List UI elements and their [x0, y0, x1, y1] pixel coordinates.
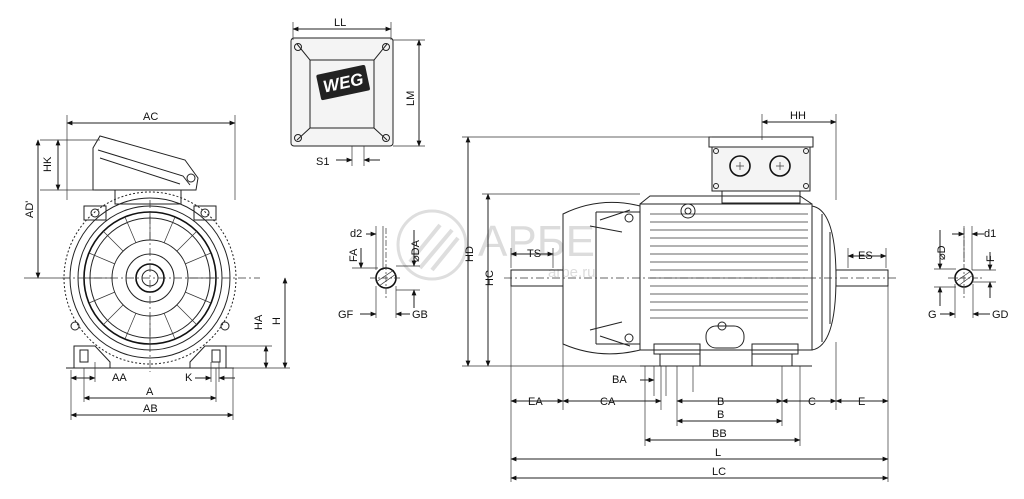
dim-d2-label: d2 — [350, 228, 362, 240]
weg-logo: WEG — [316, 64, 370, 101]
dim-f-label: F — [985, 255, 997, 262]
non-drive-end-shaft-section: d1 ⌀D F G GD — [928, 226, 1009, 321]
dim-es-label: ES — [858, 250, 873, 262]
dim-h-label: H — [271, 317, 283, 325]
dim-lc-label: LC — [712, 466, 726, 478]
dim-ea-label: EA — [528, 396, 543, 408]
dim-ha-label: HA — [253, 314, 265, 330]
dim-d1-label: d1 — [984, 228, 996, 240]
watermark-site: arbe.ru — [548, 264, 596, 281]
dim-a-label: A — [146, 386, 154, 398]
dim-b2-label: B — [717, 409, 724, 421]
watermark: АРБЕ arbe.ru — [396, 209, 596, 281]
dim-g-label: G — [928, 309, 937, 321]
dim-fa-label: FA — [348, 248, 360, 262]
dim-d-label: ⌀D — [936, 245, 948, 260]
dim-gf-label: GF — [338, 309, 354, 321]
dim-ts-label: TS — [527, 248, 541, 260]
side-view: HH HD HC TS ES BA — [462, 110, 896, 482]
drive-end-shaft-section: d2 FA ⌀DA GF GB — [338, 226, 428, 321]
dim-hc-label: HC — [484, 270, 496, 286]
dim-hd-label: HD — [464, 246, 476, 262]
dim-c-label: C — [808, 396, 816, 408]
dim-k-label: K — [185, 372, 193, 384]
dim-bb-label: BB — [712, 428, 727, 440]
dim-e-label: E — [858, 396, 865, 408]
terminal-box-top-view: WEG LL LM S1 — [290, 17, 425, 168]
dim-ca-label: CA — [600, 396, 616, 408]
dim-l-label: L — [715, 447, 721, 459]
dim-ab-label: AB — [143, 403, 158, 415]
dim-s1-label: S1 — [316, 156, 329, 168]
dim-lm-label: LM — [405, 91, 417, 106]
dim-hh-label: HH — [790, 110, 806, 122]
terminal-box-front — [708, 136, 814, 204]
dim-gd-label: GD — [992, 309, 1009, 321]
dim-b1-label: B — [717, 396, 724, 408]
dim-ba-label: BA — [612, 374, 627, 386]
dim-aa-label: AA — [112, 372, 127, 384]
dim-ad-label: AD' — [24, 201, 36, 218]
dim-da-label: ⌀DA — [410, 239, 422, 262]
watermark-brand: АРБЕ — [478, 217, 595, 266]
dim-hk-label: HK — [42, 156, 54, 172]
dim-ll-label: LL — [334, 17, 346, 29]
terminal-box-side — [92, 135, 199, 205]
dim-ac-label: AC — [143, 111, 158, 123]
dim-gb-label: GB — [412, 309, 428, 321]
front-view: AC HK AD' HA H AA K A AB — [24, 111, 290, 420]
